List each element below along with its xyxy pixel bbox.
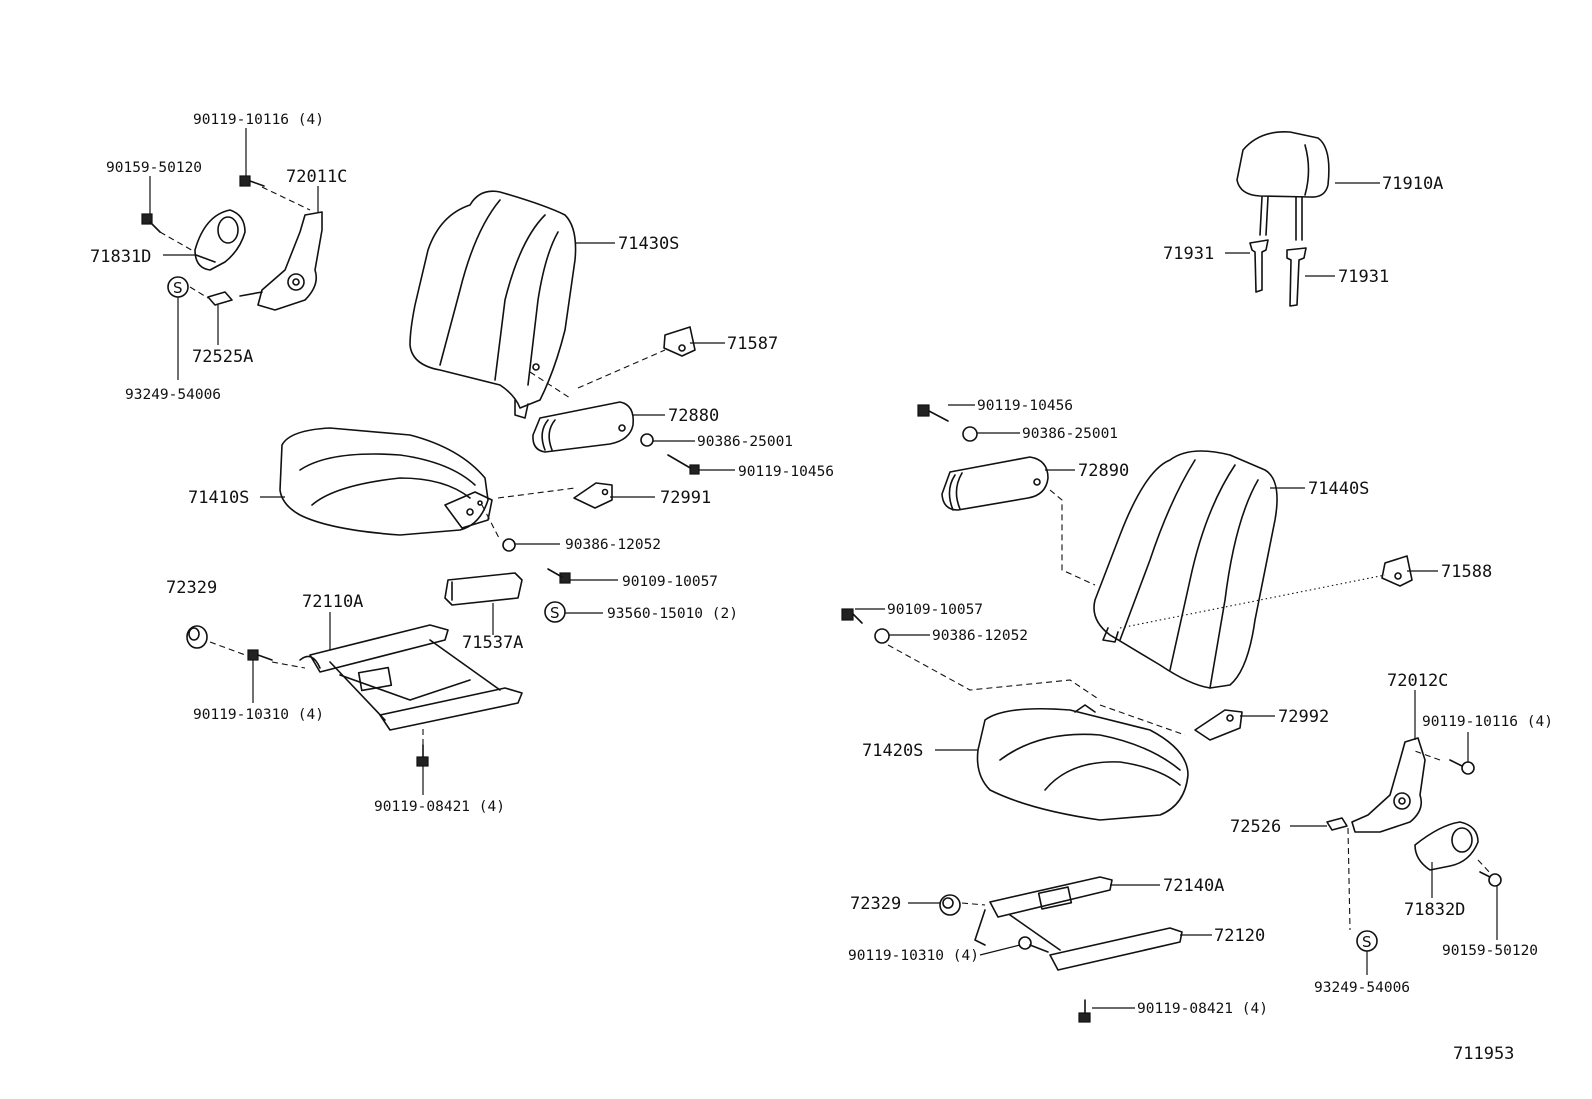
callout-labels: 90119-10116 (4) 90159-50120 72011C 71831… xyxy=(90,112,1553,1064)
callout-71831D[interactable]: 71831D xyxy=(90,247,151,267)
cover-72992 xyxy=(1194,709,1243,741)
callout-71910A[interactable]: 71910A xyxy=(1382,174,1443,194)
callout-72329-right[interactable]: 72329 xyxy=(850,894,901,914)
callout-71410S[interactable]: 71410S xyxy=(188,488,249,508)
armrest-left xyxy=(532,401,635,453)
cover-72526 xyxy=(1326,817,1348,831)
svg-text:S: S xyxy=(1362,933,1372,951)
svg-text:S: S xyxy=(550,604,560,622)
figure-number: 711953 xyxy=(1453,1044,1514,1064)
callout-71440S[interactable]: 71440S xyxy=(1308,479,1369,499)
callout-71420S[interactable]: 71420S xyxy=(862,741,923,761)
callout-72329-left[interactable]: 72329 xyxy=(166,578,217,598)
bracket-71587 xyxy=(663,326,696,357)
callout-93249-54006-right[interactable]: 93249-54006 xyxy=(1314,980,1410,996)
callout-72012C[interactable]: 72012C xyxy=(1387,671,1448,691)
callout-90109-10057-left[interactable]: 90109-10057 xyxy=(622,574,718,590)
cover-72525A xyxy=(207,291,233,306)
callout-72991[interactable]: 72991 xyxy=(660,488,711,508)
svg-text:S: S xyxy=(173,279,183,297)
callout-90119-10456-left[interactable]: 90119-10456 xyxy=(738,464,834,480)
callout-72110A[interactable]: 72110A xyxy=(302,592,363,612)
cover-71537A xyxy=(444,572,523,606)
callout-72526[interactable]: 72526 xyxy=(1230,817,1281,837)
seat-back-left xyxy=(409,190,577,419)
callout-90386-12052-right[interactable]: 90386-12052 xyxy=(932,628,1028,644)
callout-90119-08421-left[interactable]: 90119-08421 (4) xyxy=(374,799,505,815)
callout-90386-12052-left[interactable]: 90386-12052 xyxy=(565,537,661,553)
callout-72140A[interactable]: 72140A xyxy=(1163,876,1224,896)
callout-72525A[interactable]: 72525A xyxy=(192,347,253,367)
seat-track-left xyxy=(299,624,523,731)
callout-71587[interactable]: 71587 xyxy=(727,334,778,354)
seat-cushion-right xyxy=(976,704,1189,821)
callout-72120[interactable]: 72120 xyxy=(1214,926,1265,946)
callout-90119-10310-left[interactable]: 90119-10310 (4) xyxy=(193,707,324,723)
callout-90109-10057-right[interactable]: 90109-10057 xyxy=(887,602,983,618)
callout-90119-10456-right[interactable]: 90119-10456 xyxy=(977,398,1073,414)
cover-72991 xyxy=(573,482,613,509)
callout-90119-10116-left[interactable]: 90119-10116 (4) xyxy=(193,112,324,128)
callout-90159-50120-right[interactable]: 90159-50120 xyxy=(1442,943,1538,959)
callout-90119-10116-right[interactable]: 90119-10116 (4) xyxy=(1422,714,1553,730)
knob-71831D xyxy=(194,209,246,271)
seat-track-right xyxy=(974,876,1183,971)
callout-71537A[interactable]: 71537A xyxy=(462,633,523,653)
knob-71832D xyxy=(1414,821,1479,871)
headrest xyxy=(1236,131,1330,241)
substitute-symbol-right: S xyxy=(1356,930,1378,952)
callout-93249-54006-left[interactable]: 93249-54006 xyxy=(125,387,221,403)
bolts-left xyxy=(141,175,700,767)
bracket-71588 xyxy=(1381,555,1413,587)
callout-90386-25001-left[interactable]: 90386-25001 xyxy=(697,434,793,450)
callout-71931-a[interactable]: 71931 xyxy=(1163,244,1214,264)
callout-90119-10310-right[interactable]: 90119-10310 (4) xyxy=(848,948,979,964)
recliner-72012C xyxy=(1351,737,1426,833)
callout-90159-50120-left[interactable]: 90159-50120 xyxy=(106,160,202,176)
callout-71430S[interactable]: 71430S xyxy=(618,234,679,254)
headrest-guides xyxy=(1249,239,1307,307)
callout-71931-b[interactable]: 71931 xyxy=(1338,267,1389,287)
callout-90119-08421-right[interactable]: 90119-08421 (4) xyxy=(1137,1001,1268,1017)
bolts-right xyxy=(841,404,1502,1023)
cap-72329-left xyxy=(186,625,208,649)
callout-71832D[interactable]: 71832D xyxy=(1404,900,1465,920)
callout-90386-25001-right[interactable]: 90386-25001 xyxy=(1022,426,1118,442)
callout-93560-15010[interactable]: 93560-15010 (2) xyxy=(607,606,738,622)
cap-72329-right xyxy=(939,894,961,916)
recliner-72011C xyxy=(239,211,323,311)
callout-71588[interactable]: 71588 xyxy=(1441,562,1492,582)
leader-lines xyxy=(149,128,1498,1009)
armrest-right xyxy=(941,456,1049,511)
seat-back-right xyxy=(1093,450,1278,689)
seat-cushion-left xyxy=(279,427,493,536)
substitute-symbol-left: S S xyxy=(167,276,566,623)
callout-72011C[interactable]: 72011C xyxy=(286,167,347,187)
assembly-lines xyxy=(159,186,1493,931)
callout-72890[interactable]: 72890 xyxy=(1078,461,1129,481)
callout-72992[interactable]: 72992 xyxy=(1278,707,1329,727)
callout-72880[interactable]: 72880 xyxy=(668,406,719,426)
